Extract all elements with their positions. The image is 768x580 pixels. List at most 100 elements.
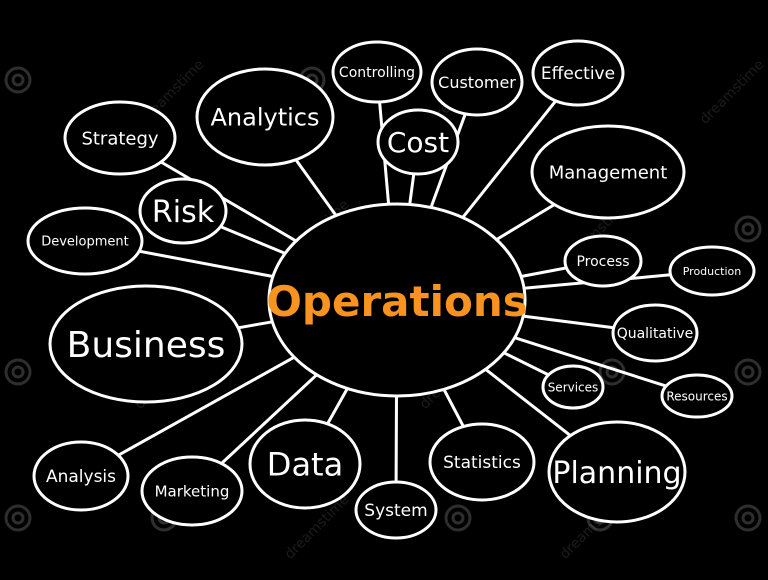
node-label-controlling: Controlling <box>339 65 415 81</box>
connector-process <box>519 266 568 278</box>
watermark-logo-icon <box>734 358 762 386</box>
node-label-analysis: Analysis <box>46 467 116 487</box>
node-label-management: Management <box>549 162 668 183</box>
node-bubble-development <box>26 206 144 276</box>
node-bubble-planning <box>547 420 687 524</box>
node-bubble-analysis <box>32 440 130 512</box>
node-management: Management <box>530 124 686 220</box>
node-bubble-business <box>48 284 244 404</box>
watermark-logo-icon <box>734 504 762 532</box>
node-planning: Planning <box>547 420 687 524</box>
watermark-logo-icon <box>734 215 762 243</box>
connector-resources <box>513 336 668 388</box>
node-bubble-cost <box>376 108 460 176</box>
watermark-logo-inner-icon <box>605 365 619 379</box>
watermark-logo-icon <box>4 66 32 94</box>
watermark-logo-inner-icon <box>11 365 25 379</box>
center-label: Operations <box>266 277 528 326</box>
center-bubble <box>267 202 527 398</box>
node-bubble-customer <box>430 47 524 117</box>
watermark-logo-icon <box>4 358 32 386</box>
node-bubble-process <box>563 234 643 288</box>
node-label-system: System <box>364 501 427 521</box>
node-label-process: Process <box>576 254 629 270</box>
watermark-logo-icon <box>4 504 32 532</box>
node-label-customer: Customer <box>438 73 516 92</box>
node-qualitative: Qualitative <box>611 303 699 363</box>
node-bubble-controlling <box>331 40 423 104</box>
node-bubble-marketing <box>140 455 244 527</box>
node-risk: Risk <box>138 177 228 245</box>
node-label-analytics: Analytics <box>211 104 320 132</box>
connector-services <box>502 351 550 377</box>
node-bubble-services <box>541 364 605 410</box>
node-system: System <box>354 480 438 540</box>
connector-qualitative <box>521 314 616 330</box>
node-bubble-system <box>354 480 438 540</box>
connector-business <box>236 320 274 330</box>
node-services: Services <box>541 364 605 410</box>
node-label-risk: Risk <box>152 195 215 230</box>
node-analysis: Analysis <box>32 440 130 512</box>
connector-data <box>326 387 349 426</box>
connector-marketing <box>220 373 319 465</box>
watermark-logo-inner-icon <box>741 511 755 525</box>
watermark-text: dreamstime <box>697 57 768 128</box>
connector-statistics <box>442 387 465 428</box>
node-bubble-production <box>668 245 756 297</box>
connector-cost <box>408 172 416 206</box>
connector-management <box>495 203 556 242</box>
node-development: Development <box>26 206 144 276</box>
node-label-qualitative: Qualitative <box>617 326 694 342</box>
node-customer: Customer <box>430 47 524 117</box>
watermark-logo-icon <box>598 358 626 386</box>
node-bubble-data <box>248 418 362 510</box>
watermark-logo-inner-icon <box>741 365 755 379</box>
node-bubble-resources <box>660 373 734 419</box>
connector-development <box>137 249 275 278</box>
watermark-logo-inner-icon <box>11 511 25 525</box>
connector-risk <box>219 225 287 255</box>
node-bubble-risk <box>138 177 228 245</box>
watermark-logo-inner-icon <box>741 222 755 236</box>
node-label-development: Development <box>41 235 129 250</box>
node-data: Data <box>248 418 362 510</box>
node-label-strategy: Strategy <box>81 128 158 149</box>
node-label-effective: Effective <box>541 64 615 84</box>
node-business: Business <box>48 284 244 404</box>
node-label-business: Business <box>67 325 226 366</box>
node-label-planning: Planning <box>552 456 681 491</box>
center-node: Operations <box>266 202 528 398</box>
node-label-production: Production <box>683 265 742 278</box>
connector-planning <box>484 367 572 438</box>
node-resources: Resources <box>660 373 734 419</box>
node-analytics: Analytics <box>195 67 335 167</box>
node-bubble-effective <box>531 39 625 107</box>
node-bubble-strategy <box>63 100 177 176</box>
watermark-logo-icon <box>444 504 472 532</box>
node-marketing: Marketing <box>140 455 244 527</box>
node-label-data: Data <box>267 446 343 484</box>
node-controlling: Controlling <box>331 40 423 104</box>
connector-analysis <box>116 355 296 457</box>
watermark-logo-inner-icon <box>11 73 25 87</box>
connector-analytics <box>294 158 338 218</box>
node-bubble-management <box>530 124 686 220</box>
node-label-statistics: Statistics <box>443 453 521 473</box>
node-label-marketing: Marketing <box>155 482 230 500</box>
node-effective: Effective <box>531 39 625 107</box>
connector-lines <box>116 99 672 484</box>
node-production: Production <box>668 245 756 297</box>
node-statistics: Statistics <box>428 422 536 502</box>
node-strategy: Strategy <box>63 100 177 176</box>
node-bubble-qualitative <box>611 303 699 363</box>
node-label-cost: Cost <box>387 126 449 159</box>
node-label-resources: Resources <box>666 389 727 403</box>
connector-strategy <box>159 160 298 243</box>
node-bubble-statistics <box>428 422 536 502</box>
node-bubble-analytics <box>195 67 335 167</box>
connector-effective <box>461 99 558 220</box>
